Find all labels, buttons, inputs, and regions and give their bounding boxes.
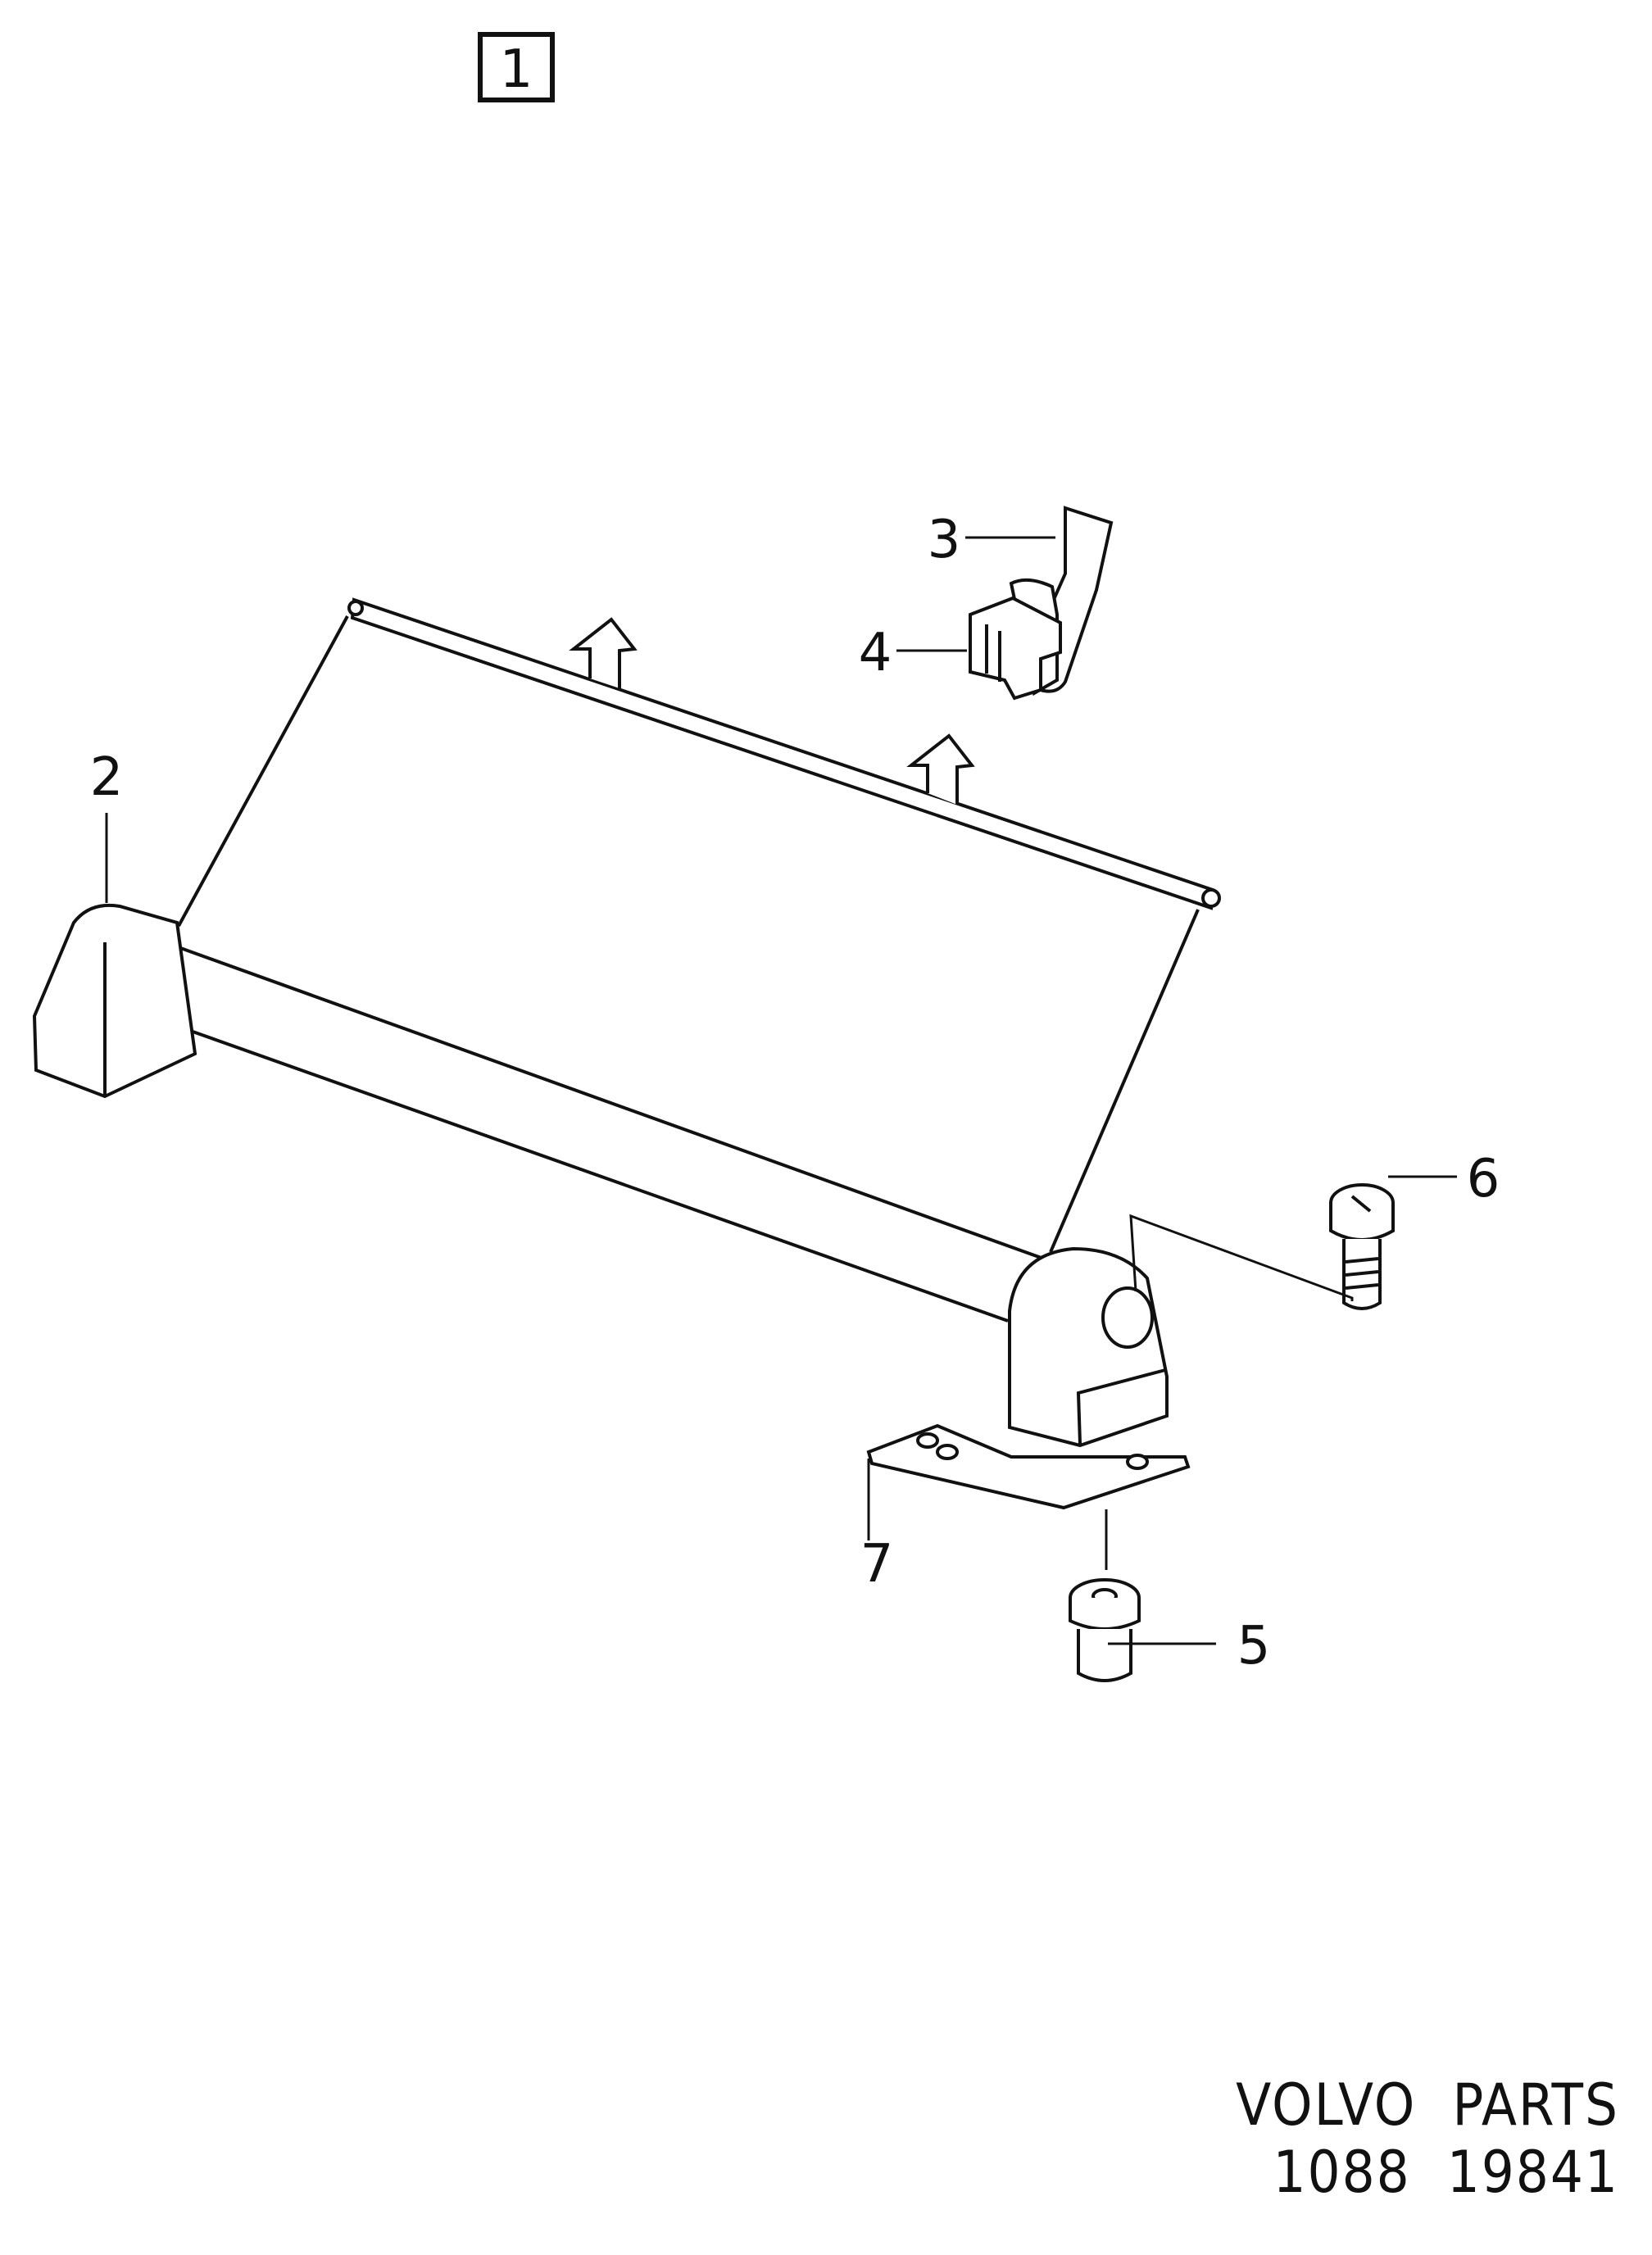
right-bracket: [1008, 1246, 1169, 1448]
callout-6: 6: [1467, 1149, 1500, 1209]
nut-insert-part: [1069, 1578, 1141, 1682]
callout-2: 2: [90, 747, 124, 808]
left-bracket: [32, 903, 197, 1099]
leader-lines: [105, 536, 1457, 1645]
callout-4: 4: [859, 623, 892, 683]
screw-part: [1329, 1183, 1395, 1310]
footer-brand-line: VOLVO PARTS: [1236, 2071, 1619, 2139]
group-number-box: 1: [478, 32, 555, 102]
clip-and-holder-part: [969, 506, 1114, 701]
group-number-label: 1: [500, 39, 533, 100]
footer-caption: VOLVO PARTS 1088 19841: [1193, 2071, 1619, 2206]
callout-3: 3: [928, 510, 961, 570]
roller-tube: [111, 939, 1058, 1323]
callout-5: 5: [1237, 1616, 1271, 1677]
callout-7: 7: [860, 1534, 894, 1595]
footer-code-line: 1088 19841: [1273, 2139, 1619, 2206]
mounting-plate: [866, 1423, 1191, 1510]
sun-blind-sheet: [177, 597, 1221, 1253]
